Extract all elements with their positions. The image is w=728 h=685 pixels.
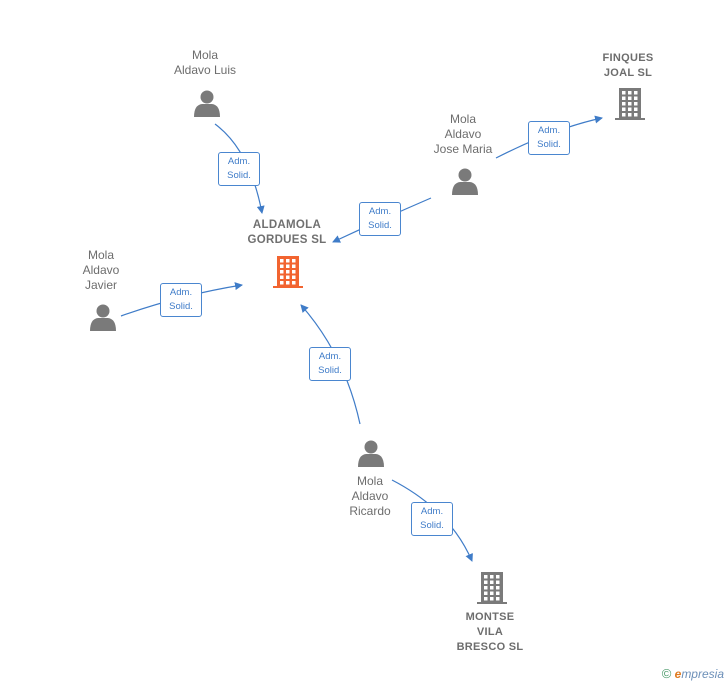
node-label-luis[interactable]: Mola Aldavo Luis <box>173 48 237 77</box>
badge-line1: Adm. <box>318 351 342 362</box>
building-icon[interactable] <box>615 88 645 120</box>
badge-line1: Adm. <box>169 287 193 298</box>
badge-line1: Adm. <box>537 125 561 136</box>
person-icon[interactable] <box>358 440 384 468</box>
node-label-montse[interactable]: MONTSE VILA BRESCO SL <box>456 611 524 653</box>
badge-line2: Solid. <box>420 520 444 531</box>
node-label-ricardo[interactable]: Mola Aldavo Ricardo <box>349 474 391 518</box>
edge-badge-ricardo-montse[interactable]: Adm. Solid. <box>411 502 453 536</box>
badge-line2: Solid. <box>169 301 193 312</box>
person-icon[interactable] <box>90 304 116 332</box>
badge-line1: Adm. <box>227 156 251 167</box>
empresia-watermark: © empresia <box>662 666 724 681</box>
edge-badge-luis-aldamola[interactable]: Adm. Solid. <box>218 152 260 186</box>
node-label-javier[interactable]: Mola Aldavo Javier <box>82 248 120 292</box>
building-icon[interactable] <box>273 256 303 288</box>
edge-badge-ricardo-aldamola[interactable]: Adm. Solid. <box>309 347 351 381</box>
badge-line2: Solid. <box>227 170 251 181</box>
person-icon[interactable] <box>194 90 220 118</box>
empresia-logo-initial: e <box>674 667 682 681</box>
node-label-aldamola[interactable]: ALDAMOLA GORDUES SL <box>247 219 327 246</box>
icons-layer <box>90 88 645 604</box>
badge-line2: Solid. <box>368 220 392 231</box>
edge-badge-josemaria-finques[interactable]: Adm. Solid. <box>528 121 570 155</box>
node-label-finques[interactable]: FINQUES JOAL SL <box>602 52 654 79</box>
copyright-icon: © <box>661 666 672 681</box>
node-label-josemaria[interactable]: Mola Aldavo Jose Maria <box>433 112 493 156</box>
badge-line2: Solid. <box>537 139 561 150</box>
badge-line2: Solid. <box>318 365 342 376</box>
edge-badge-josemaria-aldamola[interactable]: Adm. Solid. <box>359 202 401 236</box>
building-icon[interactable] <box>477 572 507 604</box>
badge-line1: Adm. <box>420 506 444 517</box>
empresia-logo-text: mpresia <box>681 667 724 681</box>
person-icon[interactable] <box>452 168 478 196</box>
badge-line1: Adm. <box>368 206 392 217</box>
edge-badge-javier-aldamola[interactable]: Adm. Solid. <box>160 283 202 317</box>
